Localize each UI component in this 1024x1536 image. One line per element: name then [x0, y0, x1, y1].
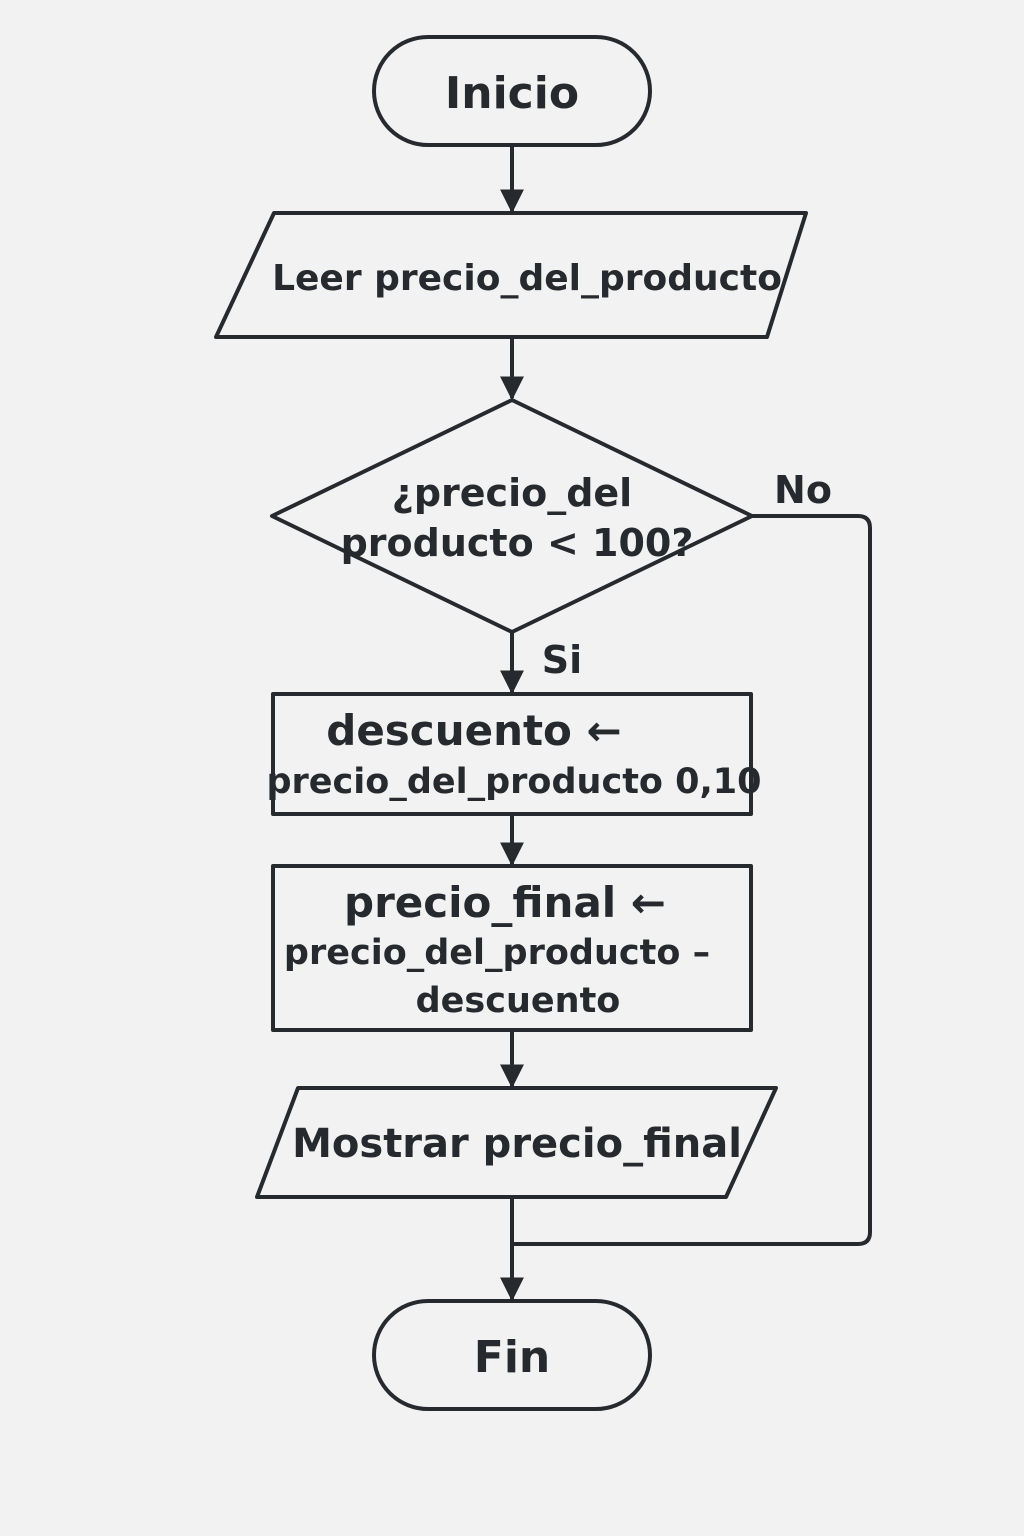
no-branch-label: No [774, 468, 832, 512]
discount-label-line2: precio_del_producto 0,10 [266, 762, 761, 802]
decision-label-line2: producto < 100? [341, 521, 694, 565]
final-price-label-line1: precio_final ← [344, 878, 666, 927]
edge-decision-no [512, 514, 872, 1246]
end-label: Fin [474, 1332, 550, 1383]
si-branch-label: Si [542, 638, 582, 682]
discount-process: descuento ← precio_del_producto 0,10 [266, 692, 762, 816]
start-label: Inicio [445, 68, 579, 119]
input-label: Leer precio_del_producto [272, 258, 782, 299]
output-parallelogram [255, 1086, 778, 1199]
output-label: Mostrar precio_final [292, 1121, 742, 1167]
end-terminal: Fin [372, 1299, 652, 1411]
discount-label-line1: descuento ← [326, 706, 621, 755]
final-price-process: precio_final ← precio_del_producto – des… [271, 864, 753, 1032]
decision-diamond [270, 398, 754, 634]
end-terminal-shape [372, 1299, 652, 1411]
start-terminal: Inicio [372, 35, 652, 147]
final-price-label-line2: precio_del_producto – [284, 933, 710, 973]
decision-node: ¿precio_del producto < 100? [270, 398, 754, 634]
decision-label-line1: ¿precio_del [392, 471, 632, 515]
final-price-label-line3: descuento [416, 981, 621, 1021]
input-parallelogram [214, 211, 808, 339]
output-node: Mostrar precio_final [255, 1086, 778, 1199]
input-node: Leer precio_del_producto [214, 211, 808, 339]
